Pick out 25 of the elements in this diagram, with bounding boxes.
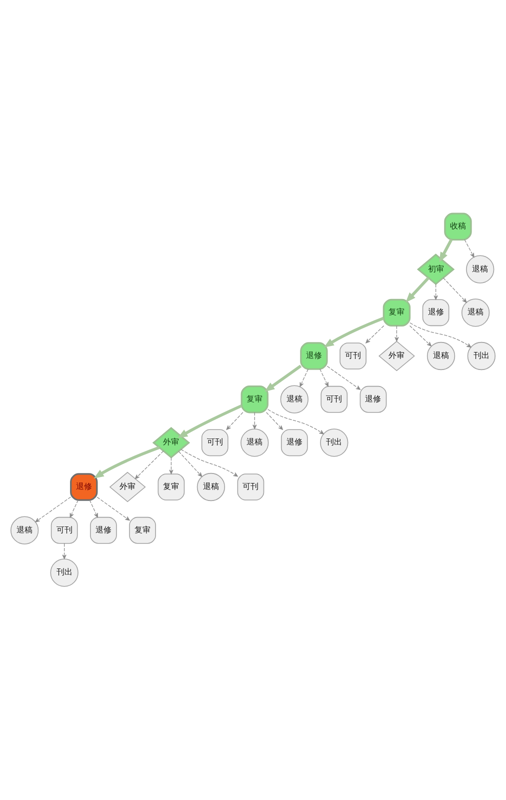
arrow <box>169 457 174 474</box>
arrow <box>394 325 399 342</box>
arrow <box>266 412 283 430</box>
arrow <box>134 450 164 480</box>
arrow <box>62 543 66 560</box>
arrow <box>178 404 242 438</box>
arrow <box>366 325 384 344</box>
arrow <box>442 278 467 303</box>
arrow <box>89 500 98 518</box>
arrow <box>94 446 160 478</box>
arrow <box>264 364 302 392</box>
arrow <box>320 368 328 387</box>
arrow <box>324 316 384 348</box>
arrow <box>226 412 244 430</box>
arrow <box>300 368 308 387</box>
arrow <box>406 276 430 302</box>
arrow <box>252 412 257 430</box>
arrow <box>180 449 238 477</box>
arrow <box>96 496 130 521</box>
arrow <box>464 239 474 258</box>
arrow <box>178 451 202 477</box>
arrow <box>439 239 453 262</box>
arrow <box>434 284 438 300</box>
arrow <box>326 366 360 390</box>
arrow <box>35 496 72 522</box>
